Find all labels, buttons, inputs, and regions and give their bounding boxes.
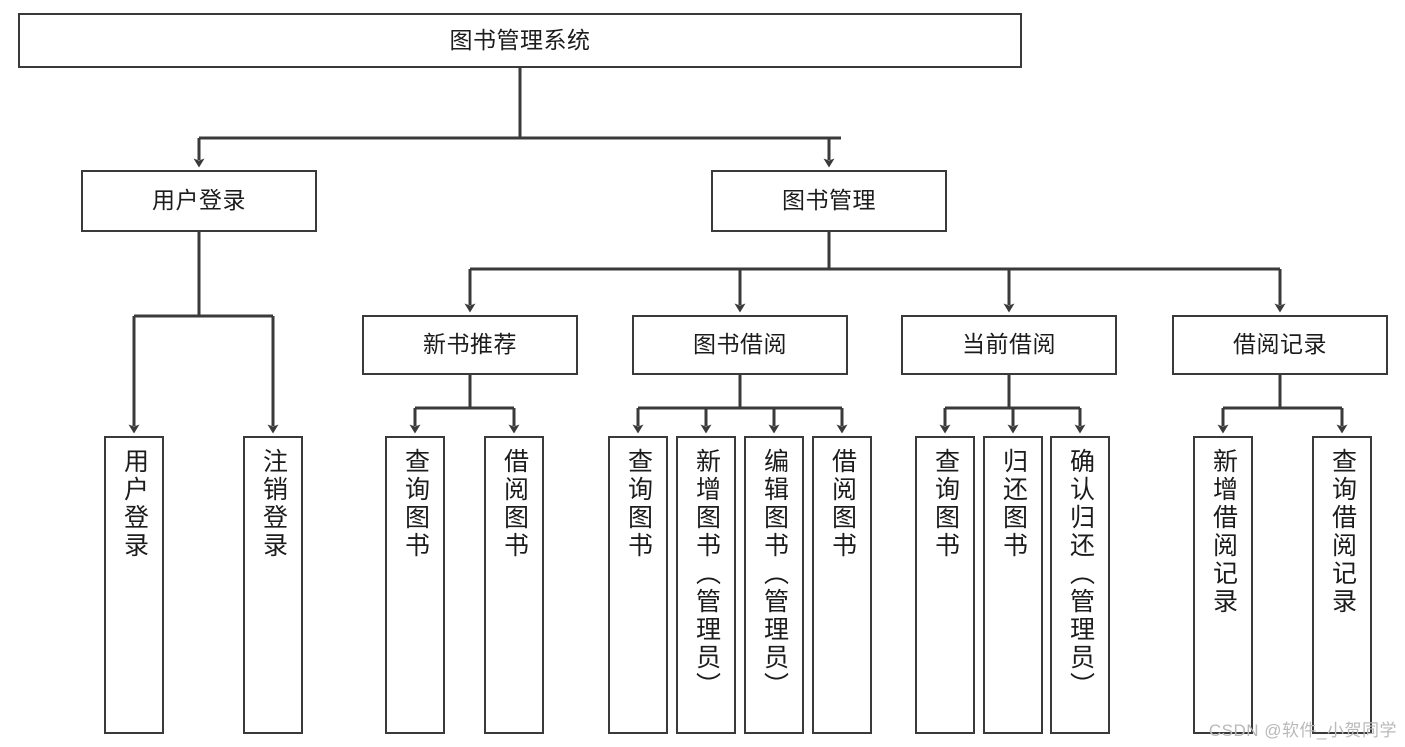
node-l12[interactable]: 新增借阅记录 [1193,436,1253,734]
node-label: 注销登录 [259,448,288,560]
node-label: 借阅图书 [500,448,529,560]
node-label: 图书借阅 [693,331,787,358]
node-label: 新增借阅记录 [1209,448,1238,616]
node-label: 借阅记录 [1233,331,1327,358]
node-label: 查询图书 [931,448,960,560]
node-n2b[interactable]: 图书管理 [711,170,947,232]
node-l7[interactable]: 编辑图书（管理员） [744,436,804,734]
node-l11[interactable]: 确认归还（管理员） [1050,436,1110,734]
node-l5[interactable]: 查询图书 [608,436,668,734]
node-label: 确认归还（管理员） [1066,448,1095,700]
node-label: 借阅图书 [828,448,857,560]
node-label: 查询借阅记录 [1328,448,1357,616]
node-label: 查询图书 [401,448,430,560]
node-n3c[interactable]: 当前借阅 [901,315,1117,375]
node-label: 新增图书（管理员） [692,448,721,700]
node-n2a[interactable]: 用户登录 [81,170,317,232]
node-l8[interactable]: 借阅图书 [812,436,872,734]
node-l1[interactable]: 用户登录 [104,436,164,734]
node-label: 归还图书 [999,448,1028,560]
node-l4[interactable]: 借阅图书 [484,436,544,734]
node-label: 用户登录 [120,448,149,560]
node-l9[interactable]: 查询图书 [915,436,975,734]
node-n3b[interactable]: 图书借阅 [632,315,848,375]
node-l10[interactable]: 归还图书 [983,436,1043,734]
node-n3a[interactable]: 新书推荐 [362,315,578,375]
node-label: 当前借阅 [962,331,1056,358]
node-n3d[interactable]: 借阅记录 [1172,315,1388,375]
node-l6[interactable]: 新增图书（管理员） [676,436,736,734]
node-label: 图书管理 [782,187,876,214]
node-l13[interactable]: 查询借阅记录 [1312,436,1372,734]
node-label: 编辑图书（管理员） [760,448,789,700]
node-label: 用户登录 [152,187,246,214]
node-label: 新书推荐 [423,331,517,358]
node-l2[interactable]: 注销登录 [243,436,303,734]
node-root[interactable]: 图书管理系统 [18,13,1022,68]
node-l3[interactable]: 查询图书 [385,436,445,734]
node-label: 图书管理系统 [449,26,591,53]
node-label: 查询图书 [624,448,653,560]
